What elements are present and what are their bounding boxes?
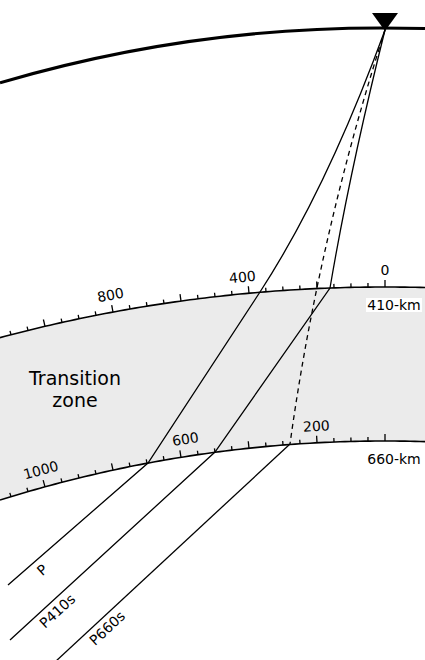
discontinuity-660 [0, 441, 425, 500]
tick-mark [367, 283, 368, 287]
tick-mark [10, 493, 11, 497]
tick-mark [350, 283, 351, 287]
distance-number: 200 [301, 418, 330, 434]
distance-number: 1000 [20, 459, 60, 482]
tick-mark [333, 284, 334, 288]
tick-mark [333, 438, 334, 442]
p660s-s-leg [55, 444, 290, 660]
p410s-ray [10, 30, 385, 640]
tick-mark [43, 480, 45, 487]
depth-label: 410-km [366, 298, 422, 312]
distance-number: 0 [380, 263, 391, 277]
transition-zone-band: Transition zone [0, 278, 425, 510]
zone-label: Transition zone [10, 368, 140, 412]
distance-number: 800 [94, 286, 125, 305]
tick-mark [214, 293, 216, 297]
tick-mark [299, 440, 301, 444]
tick-mark [94, 470, 96, 474]
tick-mark [179, 294, 181, 301]
tick-mark [231, 291, 233, 295]
tick-mark [197, 451, 199, 455]
tick-mark [350, 437, 351, 441]
distance-number: 600 [170, 430, 201, 448]
tick-mark [146, 302, 148, 306]
tick-mark [180, 450, 181, 457]
tick-mark [316, 436, 318, 443]
tick-mark [248, 286, 250, 293]
tick-mark [197, 295, 199, 299]
tick-mark [129, 305, 131, 309]
tick-mark [282, 287, 284, 291]
band-fill [0, 287, 425, 500]
tick-mark [265, 288, 267, 292]
phase-label: P660s [86, 608, 128, 649]
tick-mark [129, 463, 131, 467]
tick-mark [112, 463, 113, 470]
tick-mark [60, 319, 62, 323]
earth-surface [0, 28, 425, 83]
p660s-p-leg [290, 30, 385, 444]
phase-label: P410s [36, 591, 78, 631]
tick-mark [265, 443, 267, 447]
tick-mark [78, 315, 80, 319]
station-triangle [372, 13, 398, 31]
distance-number: 400 [227, 268, 257, 285]
phase-label: P [33, 561, 50, 578]
tick-mark [26, 327, 28, 331]
tick-mark [282, 441, 284, 445]
tick-mark [384, 280, 385, 287]
tick-mark [112, 305, 113, 312]
tick-mark [231, 446, 233, 450]
tick-mark [248, 441, 250, 448]
tick-mark [367, 437, 368, 441]
depth-label: 660-km [366, 452, 422, 466]
tick-mark [27, 488, 28, 492]
tick-mark [10, 331, 11, 335]
discontinuity-410 [0, 287, 425, 338]
tick-mark [163, 456, 165, 460]
p-ray [8, 30, 385, 585]
tick-mark [299, 285, 301, 289]
tick-mark [146, 459, 148, 463]
tick-mark [43, 320, 45, 327]
tick-mark [384, 434, 385, 441]
tick-mark [77, 474, 79, 478]
tick-mark [95, 311, 97, 315]
tick-mark [61, 478, 62, 482]
tick-mark [163, 300, 165, 304]
